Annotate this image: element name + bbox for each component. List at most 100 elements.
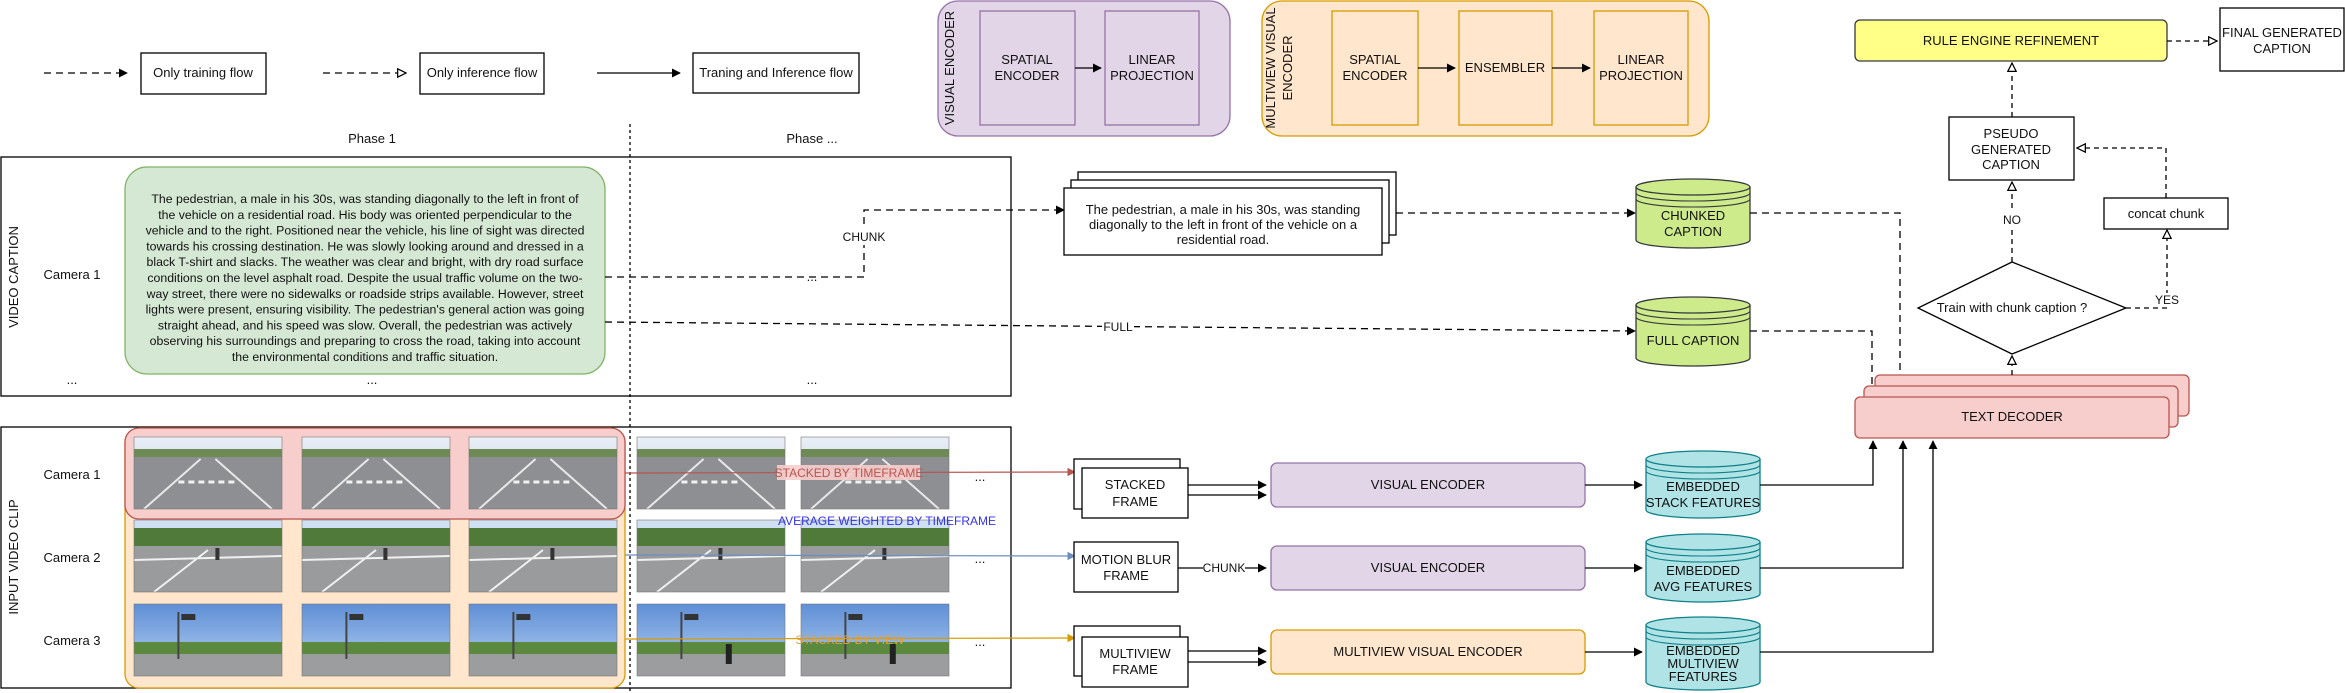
concat-chunk-label: concat chunk	[2128, 206, 2205, 221]
view-label: STACKED BY VIEW	[796, 633, 906, 647]
video-thumbnail	[133, 603, 283, 677]
pseudo-label-2: GENERATED	[1971, 142, 2051, 157]
caption-line: the vehicle on a residential road. His b…	[158, 208, 572, 222]
video-thumbnail	[800, 603, 950, 677]
chunked-caption-db: CHUNKED CAPTION	[1635, 178, 1751, 249]
full-label: FULL	[1103, 320, 1133, 334]
avg-flow-arrow	[624, 551, 1076, 561]
full-arrow	[604, 321, 1636, 336]
video-thumbnail	[468, 603, 618, 677]
caption-line: towards his crossing destination. He was…	[146, 239, 584, 253]
multiview-frame: MULTIVIEW FRAME	[1073, 625, 1189, 688]
legend-training-label: Only training flow	[153, 65, 253, 80]
mv-linear-projection-block	[1593, 10, 1689, 126]
stacked-label-bg	[777, 465, 920, 480]
caption-line: black T-shirt and slacks. The weather wa…	[147, 255, 584, 269]
legend-inference-box	[419, 52, 545, 95]
full-label-bg	[1102, 319, 1134, 335]
visual-encoder-1-label: VISUAL ENCODER	[1371, 477, 1485, 492]
linear-projection-label-1: LINEAR	[1129, 52, 1176, 67]
multiview-frame-label-2: FRAME	[1112, 662, 1158, 677]
clip-ellipsis-1: ...	[975, 469, 986, 484]
chunk-ellipsis: ...	[807, 269, 818, 284]
final-label-2: CAPTION	[2253, 41, 2311, 56]
spatial-encoder-label-2: ENCODER	[994, 68, 1059, 83]
caption-text: The pedestrian, a male in his 30s, was s…	[146, 192, 585, 364]
phase-1-label: Phase 1	[348, 131, 396, 146]
caption-line: way street, there were no sidewalks or r…	[146, 287, 584, 301]
linear-projection-label-2: PROJECTION	[1110, 68, 1194, 83]
visual-encoder-2-label: VISUAL ENCODER	[1371, 560, 1485, 575]
mv-spatial-encoder-block	[1331, 10, 1419, 126]
mv-linear-label-1: LINEAR	[1618, 52, 1665, 67]
video-thumbnail	[468, 436, 618, 510]
clip-ellipsis-2: ...	[975, 551, 986, 566]
mv-db-label-3: FEATURES	[1669, 669, 1738, 684]
stacked-frame: STACKED FRAME	[1073, 458, 1189, 519]
motion-chunk-label-bg	[1203, 560, 1245, 576]
chunk-doc-front	[1063, 187, 1383, 256]
motion-blur-frame: MOTION BLUR FRAME	[1073, 541, 1179, 593]
caption-camera-label: Camera 1	[43, 267, 100, 282]
full-db-to-decoder-arrow	[1750, 330, 1877, 395]
stack-to-decoder-arrow	[1760, 440, 1878, 486]
full-caption-db: FULL CAPTION	[1635, 296, 1751, 367]
embedded-stack-db: EMBEDDED STACK FEATURES	[1645, 450, 1761, 519]
video-thumbnail	[301, 436, 451, 510]
avg-label: AVERAGE WEIGHTED BY TIMEFRAME	[778, 514, 996, 528]
ensembler-block	[1458, 10, 1553, 126]
video-clip-section-label: INPUT VIDEO CLIP	[6, 499, 21, 614]
caption-ellipsis-1: ...	[67, 372, 78, 387]
visual-encoder-title: VISUAL ENCODER	[942, 11, 957, 125]
clip-ellipsis-3: ...	[975, 634, 986, 649]
video-caption-section-label: VIDEO CAPTION	[6, 226, 21, 328]
video-thumbnail	[133, 436, 283, 510]
stack-db-label-2: STACK FEATURES	[1646, 495, 1761, 510]
linear-projection-block	[1104, 10, 1200, 126]
caption-bubble	[124, 166, 606, 375]
caption-line: vehicle and to the right. Positioned nea…	[146, 224, 585, 238]
full-db-label: FULL CAPTION	[1647, 333, 1740, 348]
mv-spatial-label-2: ENCODER	[1342, 68, 1407, 83]
caption-ellipsis-3: ...	[807, 372, 818, 387]
no-label: NO	[2003, 213, 2021, 227]
multiview-encoder-panel: MULTIVIEW VISUAL ENCODER SPATIAL ENCODER…	[1261, 0, 1710, 137]
caption-line: observing his surroundings and preparing…	[150, 334, 581, 348]
video-caption-section: VIDEO CAPTION Camera 1 ... ... ... The p…	[0, 156, 1636, 397]
mv-spatial-label-1: SPATIAL	[1349, 52, 1401, 67]
pseudo-label-1: PSEUDO	[1984, 126, 2039, 141]
stacked-label: STACKED BY TIMEFRAME	[775, 466, 924, 480]
video-thumbnail	[468, 519, 618, 593]
multiview-encoder-title-1: MULTIVIEW VISUAL	[1263, 7, 1278, 128]
decision-question: Train with chunk caption ?	[1937, 300, 2088, 315]
concat-chunk-box	[2103, 197, 2229, 230]
mv-db-label-1: EMBEDDED	[1666, 643, 1740, 658]
phase-n-label: Phase ...	[786, 131, 837, 146]
stacked-frame-label-1: STACKED	[1105, 477, 1165, 492]
text-decoder-label: TEXT DECODER	[1961, 409, 2063, 424]
yes-label-bg	[2152, 293, 2182, 307]
caption-line: The pedestrian, a male in his 30s, was s…	[151, 192, 579, 206]
video-thumbnail	[636, 603, 786, 677]
chunk-doc-line-3: residential road.	[1177, 232, 1270, 247]
ensembler-label: ENSEMBLER	[1465, 60, 1545, 75]
mv-to-decoder-arrow	[1760, 440, 1938, 653]
chunk-decision-diamond	[1916, 261, 2128, 355]
legend-both-label: Traning and Inference flow	[699, 65, 853, 80]
mv-db-label-2: MULTIVIEW	[1667, 656, 1739, 671]
caption-line: the environmental conditions and traffic…	[232, 350, 498, 364]
video-thumbnail	[636, 519, 786, 593]
mv-linear-label-2: PROJECTION	[1599, 68, 1683, 83]
yes-label: YES	[2155, 293, 2179, 307]
input-video-clip-section: INPUT VIDEO CLIP Camera 1 Camera 2 Camer…	[0, 124, 1076, 692]
clip-camera-2: Camera 2	[43, 550, 100, 565]
avg-db-label-2: AVG FEATURES	[1654, 579, 1753, 594]
avg-db-label-1: EMBEDDED	[1666, 563, 1740, 578]
yes-branch-arrow	[2126, 230, 2167, 309]
pseudo-label-3: CAPTION	[1982, 157, 2040, 172]
clip-camera-1: Camera 1	[43, 467, 100, 482]
stacked-frame-label-2: FRAME	[1112, 494, 1158, 509]
final-caption-box	[2219, 7, 2345, 72]
video-thumbnail	[301, 519, 451, 593]
caption-line: straight ahead, and his speed was slow. …	[158, 318, 573, 332]
